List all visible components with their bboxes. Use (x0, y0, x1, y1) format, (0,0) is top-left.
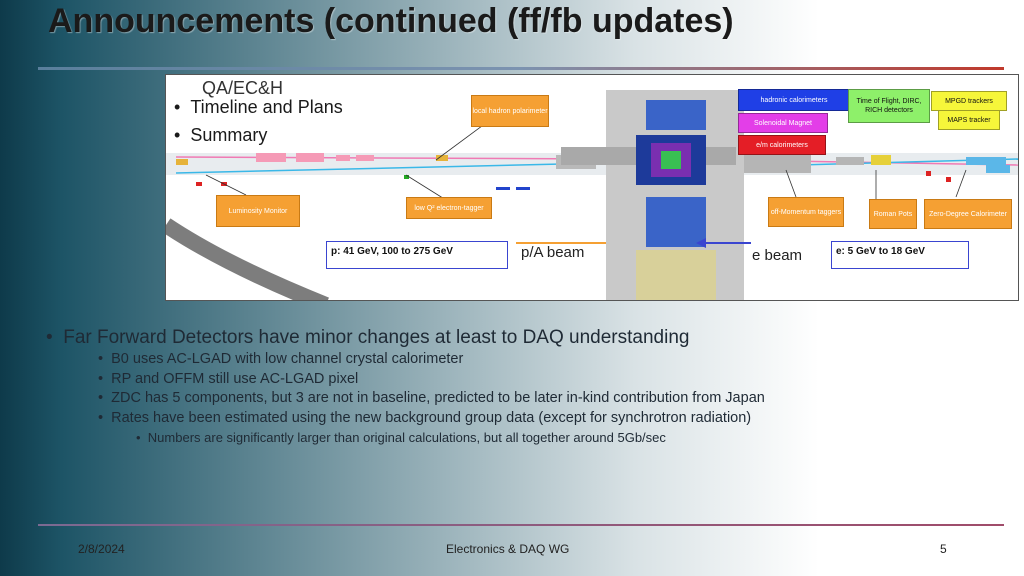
figure-embedded-bullets: QA/EC&H • Timeline and Plans • Summary (174, 78, 343, 149)
bullet-level-1: • Far Forward Detectors have minor chang… (46, 327, 690, 348)
low-q2-tagger-label: low Q² electron-tagger (406, 197, 492, 219)
off-momentum-taggers-label: off-Momentum taggers (768, 197, 844, 227)
proton-energy-box: p: 41 GeV, 100 to 275 GeV (326, 241, 508, 269)
figure-bullet: • Timeline and Plans (174, 97, 343, 117)
roman-pots-label: Roman Pots (869, 199, 917, 229)
maps-tracker-label: MAPS tracker (938, 110, 1000, 130)
detector-drawing (166, 90, 1018, 300)
mpgd-trackers-label: MPGD trackers (931, 91, 1007, 111)
detector-layout-figure: QA/EC&H • Timeline and Plans • Summary l… (165, 74, 1019, 301)
tof-dirc-rich-label: Time of Flight, DIRC, RICH detectors (848, 89, 930, 123)
solenoidal-magnet-label: Solenoidal Magnet (738, 113, 828, 133)
em-calorimeters-label: e/m calorimeters (738, 135, 826, 155)
footer-title: Electronics & DAQ WG (446, 542, 570, 556)
bullet-level-2: • B0 uses AC-LGAD with low channel cryst… (98, 351, 464, 367)
zero-degree-calorimeter-label: Zero-Degree Calorimeter (924, 199, 1012, 229)
electron-energy-box: e: 5 GeV to 18 GeV (831, 241, 969, 269)
luminosity-monitor-label: Luminosity Monitor (216, 195, 300, 227)
bullet-level-3: • Numbers are significantly larger than … (136, 430, 666, 445)
body-bullets: • Far Forward Detectors have minor chang… (46, 326, 765, 447)
bullet-level-2: • RP and OFFM still use AC-LGAD pixel (98, 370, 359, 387)
figure-bullet: • Summary (174, 125, 268, 145)
footer-date: 2/8/2024 (78, 542, 125, 556)
e-beam-label: e beam (752, 247, 803, 264)
pa-beam-label: p/A beam (521, 244, 585, 261)
page-number: 5 (940, 542, 947, 556)
bullet-level-2: • Rates have been estimated using the ne… (98, 409, 752, 426)
hadronic-calorimeters-label: hadronic calorimeters (738, 89, 850, 111)
bullet-level-2: • ZDC has 5 components, but 3 are not in… (98, 390, 765, 406)
local-hadron-polarimeter-label: local hadron polarimeter (471, 95, 549, 127)
footer-divider (38, 524, 1004, 526)
figure-bullet-cut: QA/EC&H (202, 78, 284, 98)
title-divider (38, 67, 1004, 70)
slide-title: Announcements (continued (ff/fb updates) (48, 2, 734, 40)
